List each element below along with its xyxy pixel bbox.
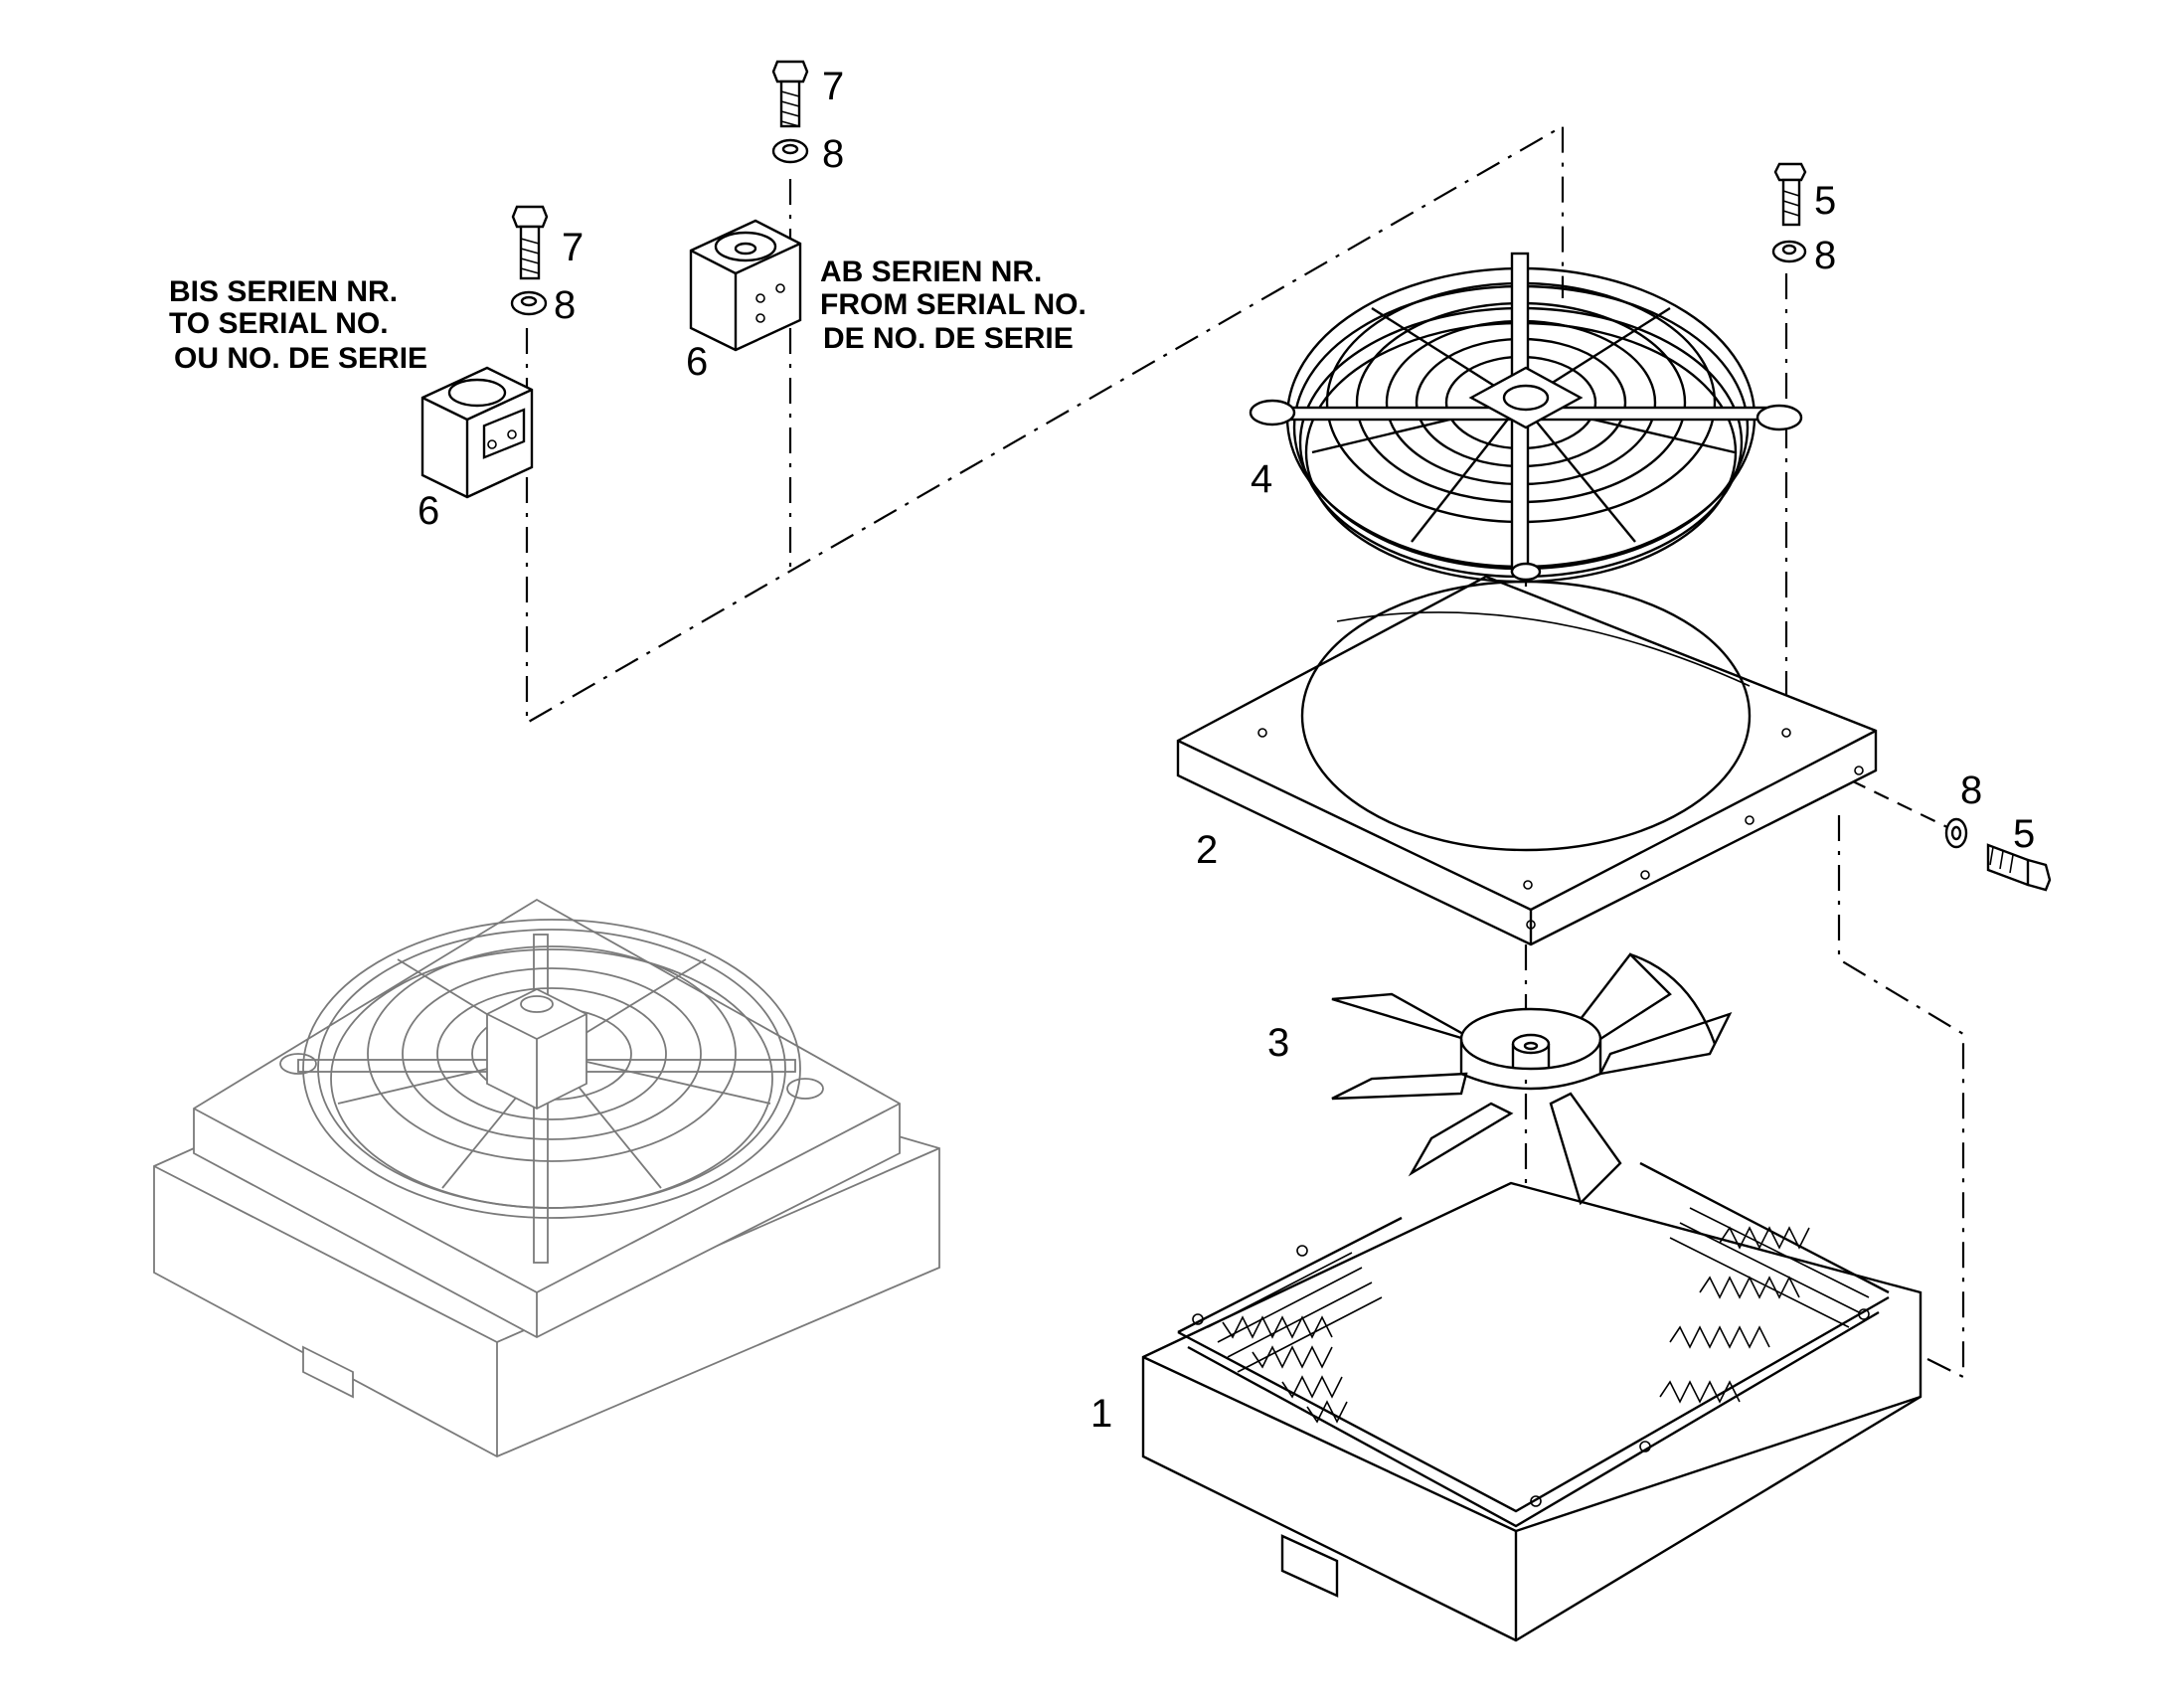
- note-to-serial-line-1: BIS SERIEN NR.: [169, 275, 398, 308]
- callout-washer-side: 8: [1960, 769, 1982, 812]
- note-to-serial: BIS SERIEN NR. TO SERIAL NO. OU NO. DE S…: [169, 275, 427, 375]
- fan-guard-part: [1249, 252, 1803, 584]
- washer-new-part: [771, 138, 809, 164]
- callout-fan-guard: 4: [1251, 457, 1272, 501]
- bolt-guard-part: [1773, 162, 1807, 227]
- note-from-serial-line-2: FROM SERIAL NO.: [820, 288, 1086, 321]
- note-from-serial-line-3: DE NO. DE SERIE: [823, 322, 1074, 355]
- washer-guard-part: [1771, 240, 1807, 263]
- callout-bolt-old: 7: [562, 226, 584, 269]
- assembled-unit-ghost: [153, 898, 940, 1457]
- callout-fan-blade: 3: [1267, 1021, 1289, 1065]
- fan-shroud-part: [1176, 575, 1878, 946]
- motor-new-part: [689, 219, 802, 352]
- callout-radiator: 1: [1090, 1392, 1112, 1436]
- fan-blade-part: [1331, 952, 1733, 1206]
- callout-washer-guard: 8: [1814, 234, 1836, 277]
- callout-motor-old: 6: [418, 489, 439, 533]
- bolt-new-part: [771, 60, 809, 128]
- callout-motor-new: 6: [686, 340, 708, 384]
- washer-side-part: [1944, 817, 1968, 849]
- note-from-serial: AB SERIEN NR. FROM SERIAL NO. DE NO. DE …: [820, 256, 1086, 355]
- bolt-old-part: [511, 205, 549, 280]
- note-to-serial-line-2: TO SERIAL NO.: [169, 307, 389, 340]
- washer-old-part: [510, 290, 548, 316]
- bolt-side-part: [1986, 843, 2052, 892]
- callout-bolt-guard: 5: [1814, 179, 1836, 223]
- callout-washer-old: 8: [554, 283, 576, 327]
- callout-bolt-new: 7: [822, 65, 844, 108]
- callout-labels: 1 2 3 4 5 8 8 5 6 7 8 6 7 8: [418, 65, 2035, 1436]
- note-to-serial-line-3: OU NO. DE SERIE: [174, 342, 427, 375]
- radiator-part: [1141, 1161, 1922, 1642]
- motor-old-part: [420, 366, 534, 499]
- callout-bolt-side: 5: [2013, 812, 2035, 856]
- callout-washer-new: 8: [822, 132, 844, 176]
- note-from-serial-line-1: AB SERIEN NR.: [820, 256, 1042, 288]
- callout-fan-shroud: 2: [1196, 828, 1218, 872]
